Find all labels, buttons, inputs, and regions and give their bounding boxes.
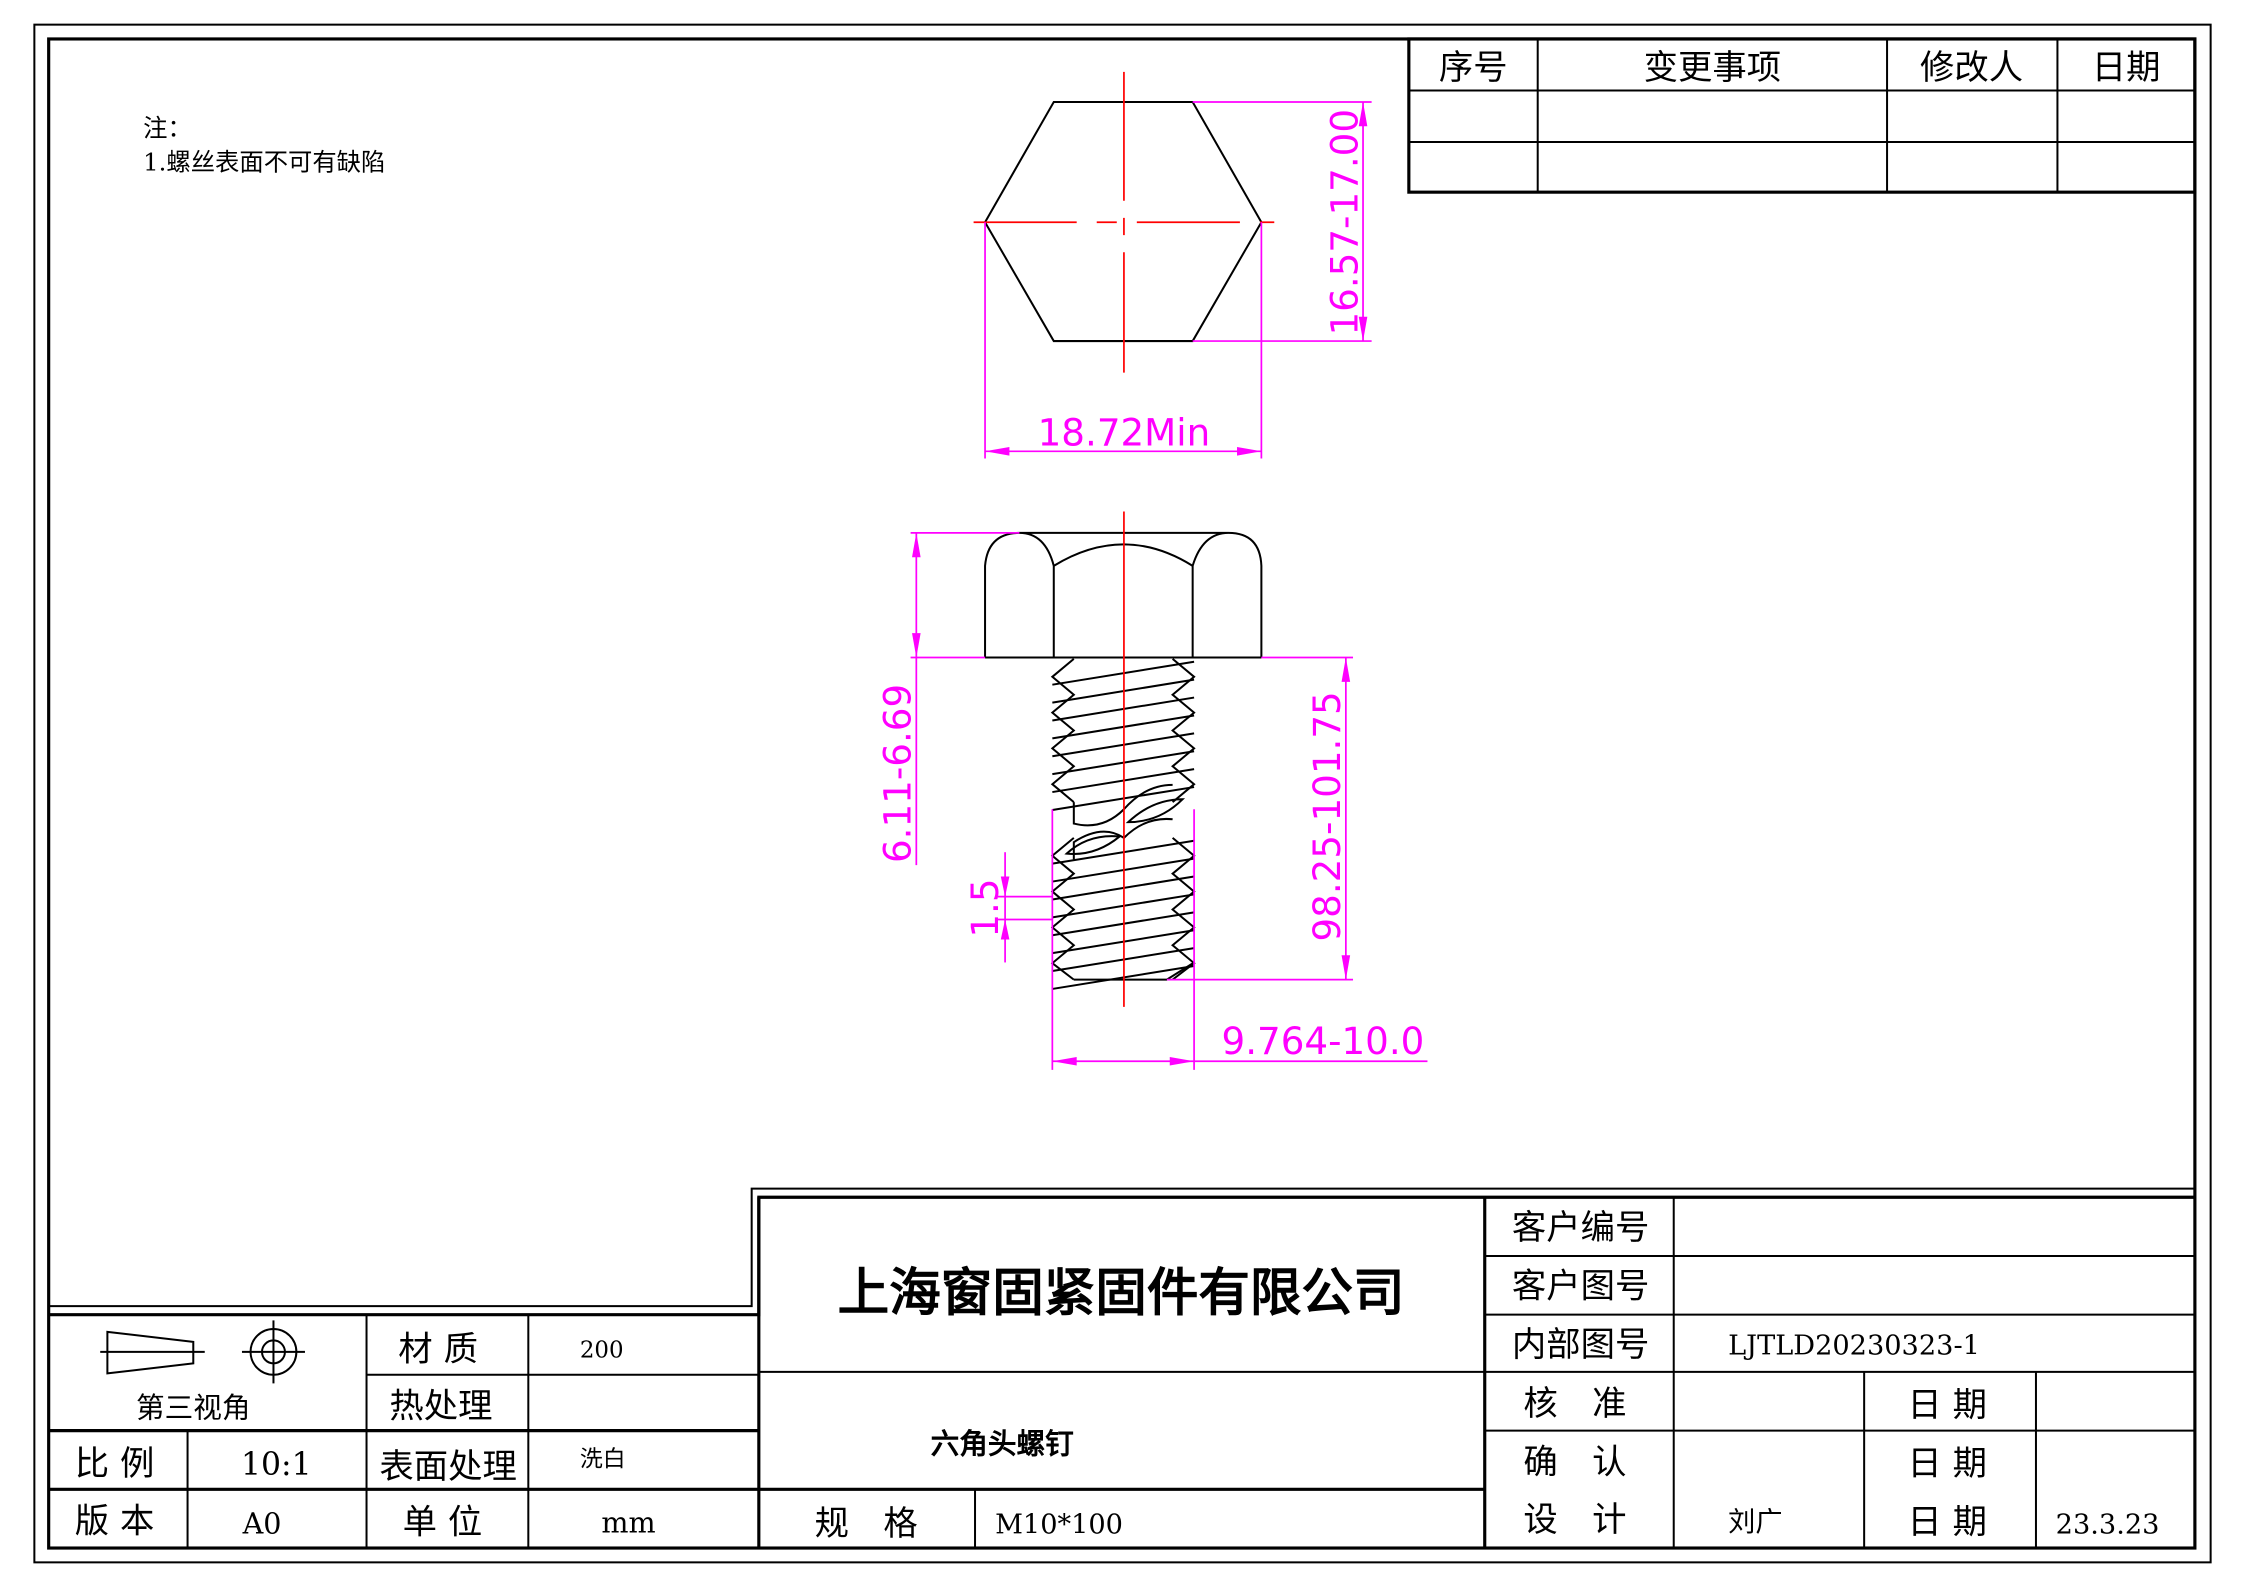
unit-label: 单 位 [403, 1503, 483, 1543]
third-angle-projection-icon [100, 1320, 305, 1384]
rev-header-date: 日期 [2092, 48, 2161, 88]
dim-pitch: 1.5 [963, 878, 1007, 937]
title-block: 第三视角 材 质 200 热处理 比 例 10:1 表面处理 洗白 版 本 A0… [48, 1187, 2195, 1549]
design-date-value: 23.3.23 [2056, 1510, 2160, 1541]
dim-hex-width: 18.72Min [1038, 411, 1211, 455]
thread-right-edge [1171, 837, 1196, 981]
spec-label: 规 格 [815, 1504, 918, 1544]
rev-header-editor: 修改人 [1920, 48, 2023, 88]
version-value: A0 [242, 1507, 282, 1541]
hex-top-view: 16.57-17.00 18.72Min [973, 71, 1372, 459]
thread-left-edge [1050, 837, 1076, 981]
notes-title: 注： [143, 113, 192, 142]
thread-section-hatch [1064, 835, 1123, 855]
dim-diameter: 9.764-10.0 [1222, 1019, 1425, 1063]
design-label: 设 计 [1523, 1500, 1626, 1540]
company-name: 上海窗固紧固件有限公司 [838, 1263, 1405, 1323]
material-value: 200 [580, 1338, 624, 1364]
inner-border [47, 37, 2197, 1550]
note-item: 1.螺丝表面不可有缺陷 [143, 148, 385, 177]
unit-value: mm [601, 1505, 655, 1539]
bolt-side-view: 6.11-6.69 98.25-101.75 1.5 9.764-10.0 [876, 511, 1428, 1070]
revision-table: 序号 变更事项 修改人 日期 [1407, 37, 2197, 194]
projection-label: 第三视角 [136, 1391, 251, 1425]
outer-border [33, 23, 2212, 1564]
rev-header-change: 变更事项 [1644, 48, 1781, 88]
dim-length: 98.25-101.75 [1305, 691, 1349, 941]
internal-drawing-label: 内部图号 [1512, 1325, 1649, 1365]
part-name: 六角头螺钉 [931, 1427, 1075, 1461]
surface-label: 表面处理 [379, 1447, 516, 1487]
thread-section-hatch [1125, 798, 1186, 824]
dim-hex-height: 16.57-17.00 [1322, 109, 1366, 336]
design-value: 刘广 [1728, 1507, 1782, 1538]
thread-right-edge [1171, 658, 1196, 803]
approve-date-label: 日 期 [1907, 1385, 1987, 1425]
thread-end [1073, 961, 1195, 981]
heat-label: 热处理 [389, 1387, 492, 1427]
design-date-label: 日 期 [1907, 1503, 1987, 1543]
version-label: 版 本 [75, 1501, 155, 1541]
surface-value: 洗白 [580, 1446, 626, 1472]
internal-drawing-value: LJTLD20230323-1 [1728, 1331, 1980, 1362]
customer-no-label: 客户编号 [1512, 1208, 1649, 1248]
spec-value: M10*100 [995, 1510, 1123, 1541]
confirm-date-label: 日 期 [1907, 1444, 1987, 1484]
confirm-label: 确 认 [1523, 1443, 1626, 1483]
scale-label: 比 例 [75, 1444, 155, 1484]
scale-value: 10:1 [241, 1447, 312, 1483]
material-label: 材 质 [398, 1329, 478, 1369]
customer-drawing-label: 客户图号 [1512, 1266, 1649, 1306]
thread-left-edge [1050, 658, 1076, 803]
rev-header-no: 序号 [1439, 48, 1508, 88]
approve-label: 核 准 [1523, 1384, 1626, 1424]
dim-head-height: 6.11-6.69 [876, 684, 920, 863]
